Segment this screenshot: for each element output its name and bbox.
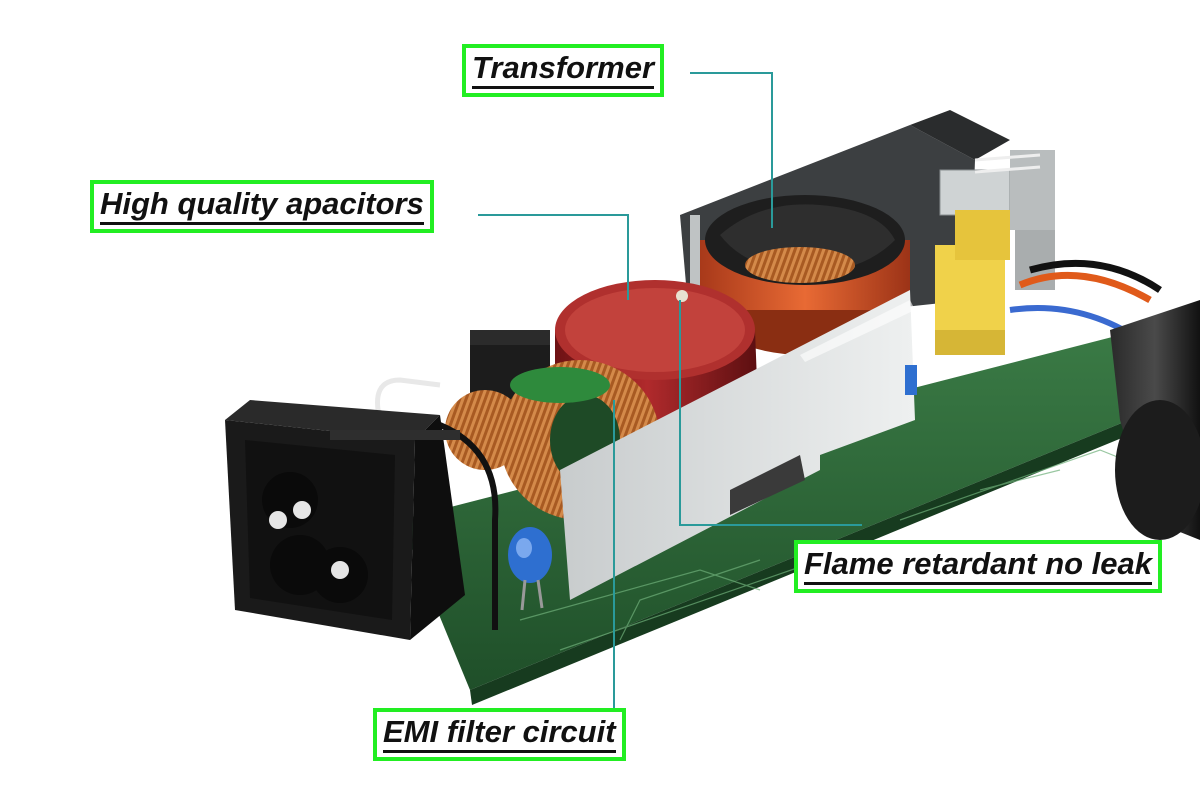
yellow-transformer <box>935 210 1010 355</box>
iec-c6-inlet-icon <box>225 400 465 640</box>
output-connector <box>939 150 1055 290</box>
leader-lines <box>478 72 862 712</box>
callout-capacitors: High quality apacitors <box>90 180 434 233</box>
leader-transformer <box>690 72 773 228</box>
label-flame-retardant: Flame retardant no leak <box>804 546 1153 585</box>
label-emi-filter: EMI filter circuit <box>383 714 616 753</box>
blue-y-capacitor <box>508 365 917 611</box>
label-transformer: Transformer <box>472 50 655 89</box>
callout-emi-filter: EMI filter circuit <box>373 708 626 761</box>
dc-cable-icon <box>1009 259 1200 540</box>
insulator-sheet <box>560 290 915 600</box>
callout-transformer: Transformer <box>462 44 665 97</box>
leader-flame <box>679 300 862 526</box>
label-capacitors: High quality apacitors <box>100 186 424 225</box>
callout-flame-retardant: Flame retardant no leak <box>794 540 1163 593</box>
leader-capacitors <box>478 214 629 300</box>
